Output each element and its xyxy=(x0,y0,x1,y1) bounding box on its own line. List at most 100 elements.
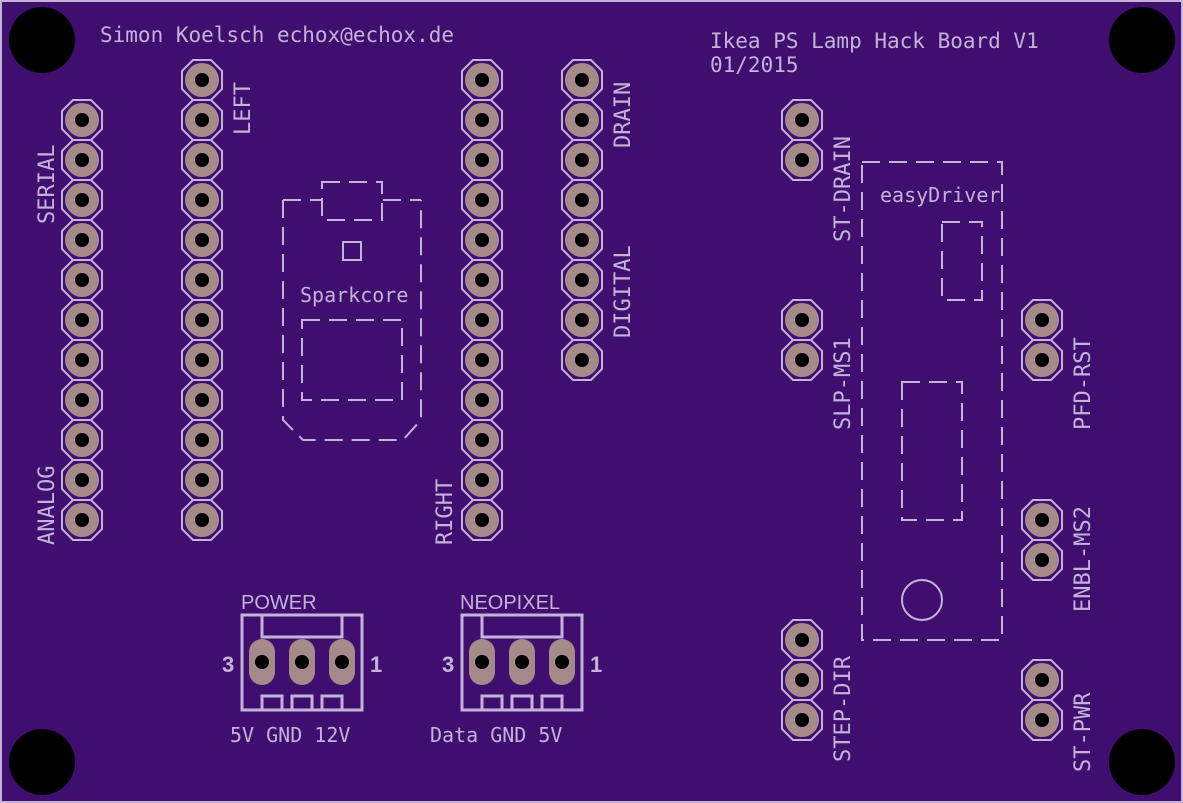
neopixel-pin1-label: 1 xyxy=(590,652,602,677)
left-header-pin-2 xyxy=(181,99,223,141)
digital-drain-header-pin-3 xyxy=(561,139,603,181)
right-header-pin-5 xyxy=(461,219,503,261)
power-pad-1 xyxy=(329,639,355,685)
right-header-pin-3 xyxy=(461,139,503,181)
sparkcore-label: Sparkcore xyxy=(300,283,408,307)
st-drain-header-pin-1 xyxy=(781,99,823,141)
serial-analog-header-pin-9 xyxy=(61,419,103,461)
enbl-ms2-header-pin-1 xyxy=(1021,499,1063,541)
label-analog: ANALOG xyxy=(35,466,60,545)
power-pad-3 xyxy=(249,639,275,685)
st-drain-header-pin-2 xyxy=(781,139,823,181)
step-dir-header-pin-1 xyxy=(781,619,823,661)
left-header-pin-8 xyxy=(181,339,223,381)
digital-drain-header-pin-4 xyxy=(561,179,603,221)
label-enbl-ms2: ENBL-MS2 xyxy=(1071,506,1096,612)
right-header-pin-1 xyxy=(461,59,503,101)
mount-hole-bottom-left xyxy=(9,729,75,795)
digital-drain-header-pin-5 xyxy=(561,219,603,261)
slp-ms1-header-pin-2 xyxy=(781,339,823,381)
digital-drain-header-pin-7 xyxy=(561,299,603,341)
label-left: LEFT xyxy=(231,82,256,135)
label-serial: SERIAL xyxy=(35,145,60,224)
power-pin1-label: 1 xyxy=(370,652,382,677)
left-header-pin-4 xyxy=(181,179,223,221)
sparkcore-footprint xyxy=(282,181,422,441)
pfd-rst-header-pin-2 xyxy=(1021,339,1063,381)
power-pin3-label: 3 xyxy=(222,652,234,677)
left-header-pin-11 xyxy=(181,459,223,501)
left-header-pin-3 xyxy=(181,139,223,181)
digital-drain-header-pin-6 xyxy=(561,259,603,301)
serial-analog-header-pin-3 xyxy=(61,179,103,221)
digital-drain-header-pin-2 xyxy=(561,99,603,141)
power-label: POWER xyxy=(241,592,317,614)
label-right: RIGHT xyxy=(433,479,458,545)
neopixel-pins-text: Data GND 5V xyxy=(430,723,562,747)
serial-analog-header-pin-1 xyxy=(61,99,103,141)
serial-analog-header-pin-10 xyxy=(61,459,103,501)
neopixel-pad-2 xyxy=(509,639,535,685)
neopixel-pad-1 xyxy=(549,639,575,685)
serial-analog-header-pin-8 xyxy=(61,379,103,421)
power-connector xyxy=(240,613,364,712)
right-header-pin-7 xyxy=(461,299,503,341)
label-digital: DIGITAL xyxy=(611,245,636,338)
neopixel-pad-3 xyxy=(469,639,495,685)
left-header-pin-6 xyxy=(181,259,223,301)
power-pad-2 xyxy=(289,639,315,685)
right-header-pin-2 xyxy=(461,99,503,141)
serial-analog-header-pin-6 xyxy=(61,299,103,341)
left-header-pin-12 xyxy=(181,499,223,541)
right-header-pin-10 xyxy=(461,419,503,461)
label-step-dir: STEP-DIR xyxy=(831,655,856,762)
pfd-rst-header-pin-1 xyxy=(1021,299,1063,341)
digital-drain-header-pin-8 xyxy=(561,339,603,381)
serial-analog-header-pin-4 xyxy=(61,219,103,261)
slp-ms1-header-pin-1 xyxy=(781,299,823,341)
right-header-pin-12 xyxy=(461,499,503,541)
serial-analog-header-pin-5 xyxy=(61,259,103,301)
sparkcore-led-box xyxy=(342,241,362,261)
right-header-pin-4 xyxy=(461,179,503,221)
serial-analog-header-pin-2 xyxy=(61,139,103,181)
right-header-pin-9 xyxy=(461,379,503,421)
mount-hole-bottom-right xyxy=(1109,729,1175,795)
neopixel-pin3-label: 3 xyxy=(442,652,454,677)
board-title: Ikea PS Lamp Hack Board V1 xyxy=(710,29,1039,53)
st-pwr-header-pin-2 xyxy=(1021,699,1063,741)
step-dir-header-pin-2 xyxy=(781,659,823,701)
step-dir-header-pin-3 xyxy=(781,699,823,741)
author-text: Simon Koelsch echox@echox.de xyxy=(100,23,454,47)
neopixel-connector xyxy=(460,613,584,712)
left-header-pin-1 xyxy=(181,59,223,101)
right-header-pin-6 xyxy=(461,259,503,301)
mount-hole-top-left xyxy=(9,7,75,73)
easydriver-pot-circle xyxy=(901,579,943,621)
pad-layer xyxy=(61,59,1063,741)
serial-analog-header-pin-11 xyxy=(61,499,103,541)
enbl-ms2-header-pin-2 xyxy=(1021,539,1063,581)
board-date: 01/2015 xyxy=(710,53,799,77)
label-drain: DRAIN xyxy=(611,82,636,148)
easydriver-label: easyDriver xyxy=(880,183,1000,207)
easydriver-footprint xyxy=(861,161,1003,641)
left-header-pin-7 xyxy=(181,299,223,341)
neopixel-label: NEOPIXEL xyxy=(460,592,560,614)
right-header-pin-11 xyxy=(461,459,503,501)
label-st-pwr: ST-PWR xyxy=(1071,692,1096,772)
serial-analog-header-pin-7 xyxy=(61,339,103,381)
st-pwr-header-pin-1 xyxy=(1021,659,1063,701)
label-pfd-rst: PFD-RST xyxy=(1071,337,1096,430)
mount-hole-top-right xyxy=(1109,7,1175,73)
digital-drain-header-pin-1 xyxy=(561,59,603,101)
right-header-pin-8 xyxy=(461,339,503,381)
left-header-pin-5 xyxy=(181,219,223,261)
power-pins-text: 5V GND 12V xyxy=(230,723,350,747)
label-slp-ms1: SLP-MS1 xyxy=(831,337,856,430)
left-header-pin-9 xyxy=(181,379,223,421)
left-header-pin-10 xyxy=(181,419,223,461)
label-st-drain: ST-DRAIN xyxy=(831,136,856,242)
